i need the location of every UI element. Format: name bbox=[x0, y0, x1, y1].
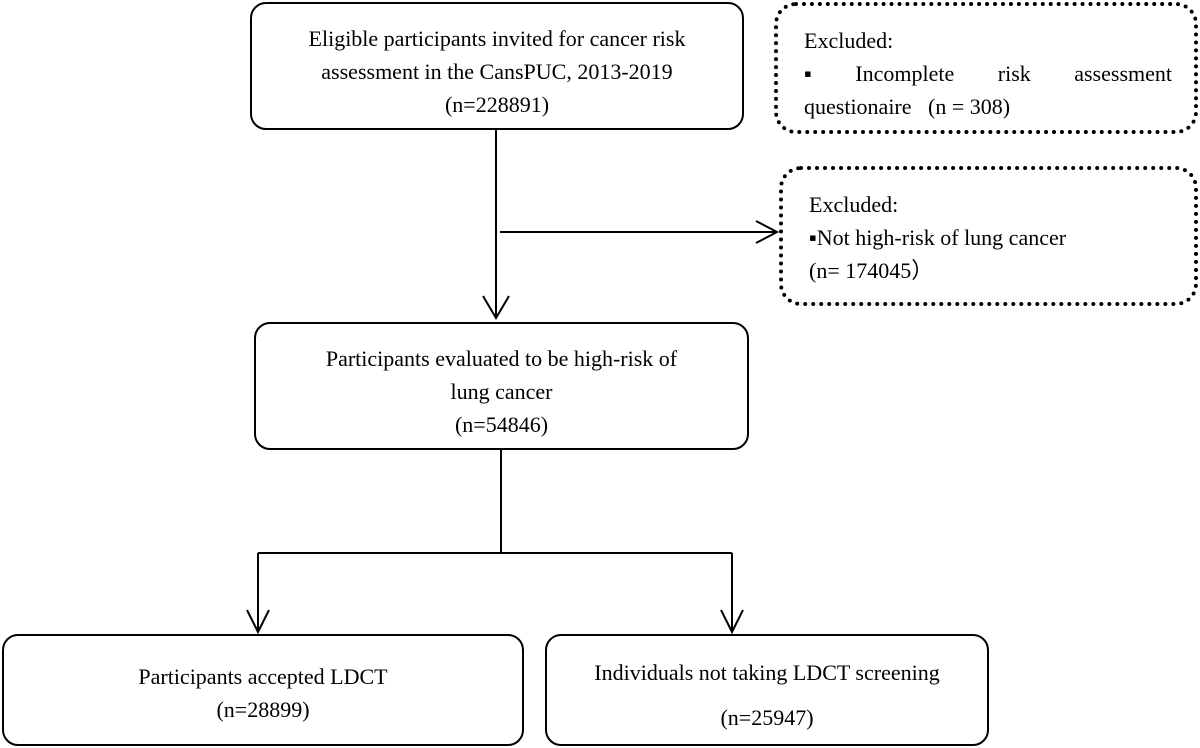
excluded-item: ▪ Incomplete risk assessment bbox=[804, 57, 1172, 90]
excluded-word: risk bbox=[997, 61, 1031, 86]
arrowhead-not-taking-ldct bbox=[720, 609, 744, 635]
excluded-count: questionaire (n = 308) bbox=[804, 94, 1011, 119]
bullet-icon: ▪ bbox=[804, 61, 812, 86]
node-text: Participants accepted LDCT bbox=[138, 664, 388, 689]
excluded-word: Incomplete bbox=[855, 61, 955, 86]
node-text: Participants evaluated to be high-risk o… bbox=[325, 346, 678, 371]
node-count: (n=54846) bbox=[454, 412, 549, 437]
arrowhead-accepted-ldct bbox=[246, 609, 270, 635]
node-excluded-incomplete: Excluded: ▪ Incomplete risk assessment q… bbox=[774, 2, 1198, 134]
arrowhead-excluded-not-high-risk bbox=[755, 220, 780, 244]
excluded-count: (n= 174045） bbox=[809, 258, 934, 283]
node-accepted-ldct: Participants accepted LDCT (n=28899) bbox=[2, 634, 524, 746]
node-eligible-participants: Eligible participants invited for cancer… bbox=[250, 2, 744, 130]
node-not-taking-ldct: Individuals not taking LDCT screening (n… bbox=[545, 634, 989, 746]
node-count: (n=228891) bbox=[444, 92, 550, 117]
node-count: (n=25947) bbox=[720, 705, 814, 730]
node-text: assessment in the CansPUC, 2013-2019 bbox=[321, 59, 673, 84]
excluded-title: Excluded: bbox=[804, 28, 894, 53]
node-text: lung cancer bbox=[450, 379, 553, 404]
excluded-word: assessment bbox=[1074, 61, 1172, 86]
excluded-title: Excluded: bbox=[809, 192, 899, 217]
node-text: Eligible participants invited for cancer… bbox=[308, 26, 686, 51]
arrowhead-highrisk bbox=[482, 295, 510, 320]
node-count: (n=28899) bbox=[216, 697, 310, 722]
node-excluded-not-high-risk: Excluded: ▪Not high-risk of lung cancer … bbox=[779, 166, 1198, 306]
node-text: Individuals not taking LDCT screening bbox=[594, 660, 940, 685]
excluded-item: ▪Not high-risk of lung cancer bbox=[809, 225, 1067, 250]
node-high-risk: Participants evaluated to be high-risk o… bbox=[254, 322, 749, 450]
